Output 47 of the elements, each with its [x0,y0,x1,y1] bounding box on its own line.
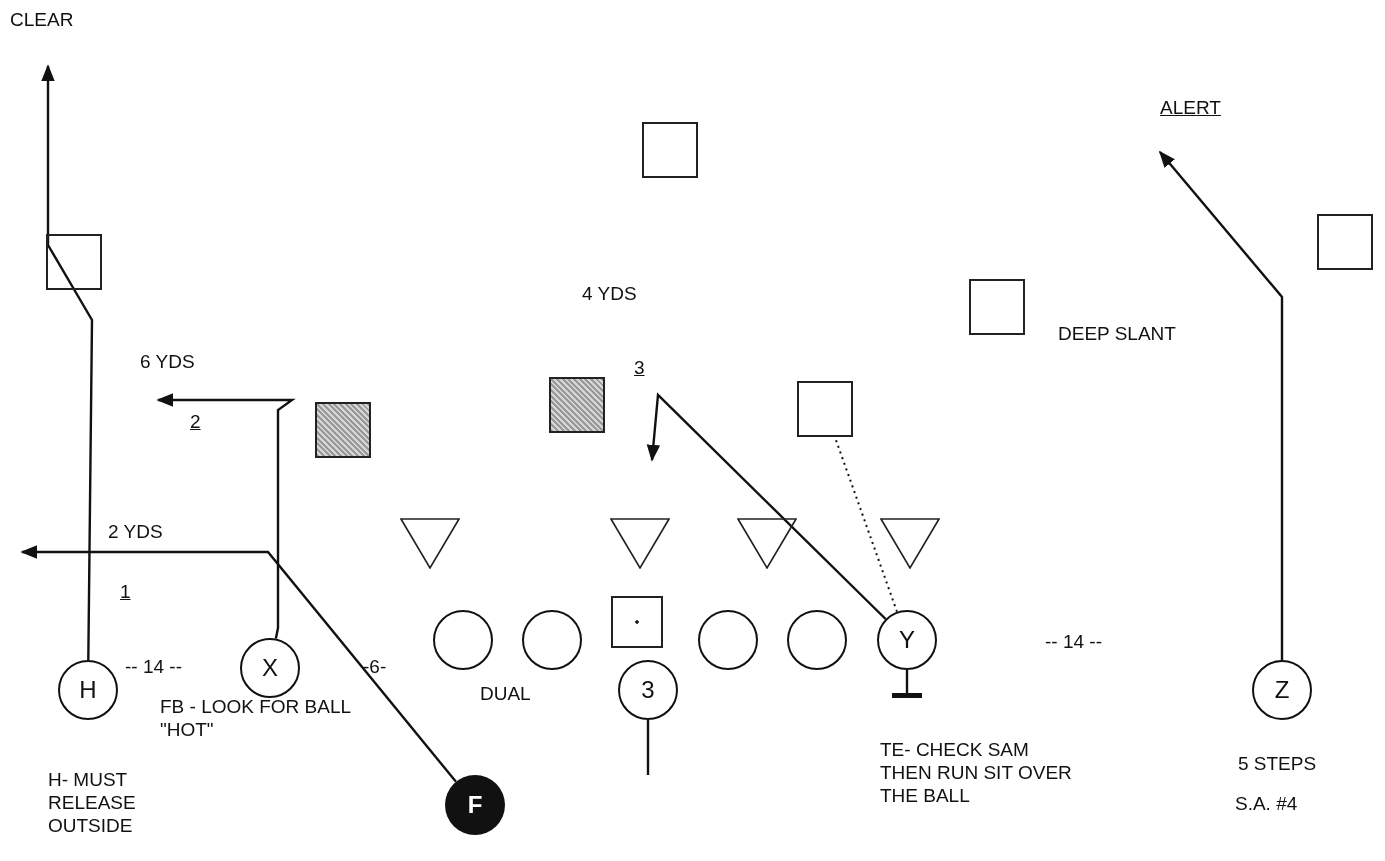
defender-square [797,381,853,437]
shaded-defender-square [315,402,371,458]
protection-note: DUAL [480,682,531,705]
player-circle [522,610,582,670]
route-arrow [41,64,94,660]
read-number: 1 [120,580,131,603]
reference-note: S.A. #4 [1235,792,1298,815]
route-name: DEEP SLANT [1058,322,1176,345]
depth-note: 2 YDS [108,520,163,543]
read-number: 2 [190,410,201,433]
route-line [646,720,650,775]
coaching-note: FB - LOOK FOR BALL "HOT" [160,695,352,741]
defender-triangle [737,518,797,569]
player-circle: H [58,660,118,720]
player-circle: Z [1252,660,1312,720]
block-line [892,670,922,698]
defender-triangle [400,518,460,569]
defender-square [46,234,102,290]
defender-triangle [880,518,940,569]
shaded-defender-square [549,377,605,433]
player-circle [787,610,847,670]
drop-note: 5 STEPS [1238,752,1317,775]
defender-square [1317,214,1373,270]
defender-square [969,279,1025,335]
coaching-note: TE- CHECK SAM THEN RUN SIT OVER THE BALL [880,738,1073,807]
depth-note: 6 YDS [140,350,195,373]
route-arrow [646,392,887,620]
route-arrow [156,393,296,639]
player-circle: Y [877,610,937,670]
route-note: ALERT [1160,96,1221,119]
split-note: -6- [363,655,387,678]
filled-player-circle: F [445,775,505,835]
player-circle: 3 [618,660,678,720]
split-note: -- 14 -- [125,655,182,678]
route-arrow [1158,150,1284,660]
defender-square [642,122,698,178]
route-note: CLEAR [10,8,74,31]
split-note: -- 14 -- [1045,630,1102,653]
route-arrow [20,545,457,783]
depth-note: 4 YDS [582,282,637,305]
defender-triangle [610,518,670,569]
read-number: 3 [634,356,645,379]
player-circle [433,610,493,670]
player-circle [698,610,758,670]
coaching-note: H- MUST RELEASE OUTSIDE [48,768,137,837]
player-circle: X [240,638,300,698]
center-square [611,596,663,648]
